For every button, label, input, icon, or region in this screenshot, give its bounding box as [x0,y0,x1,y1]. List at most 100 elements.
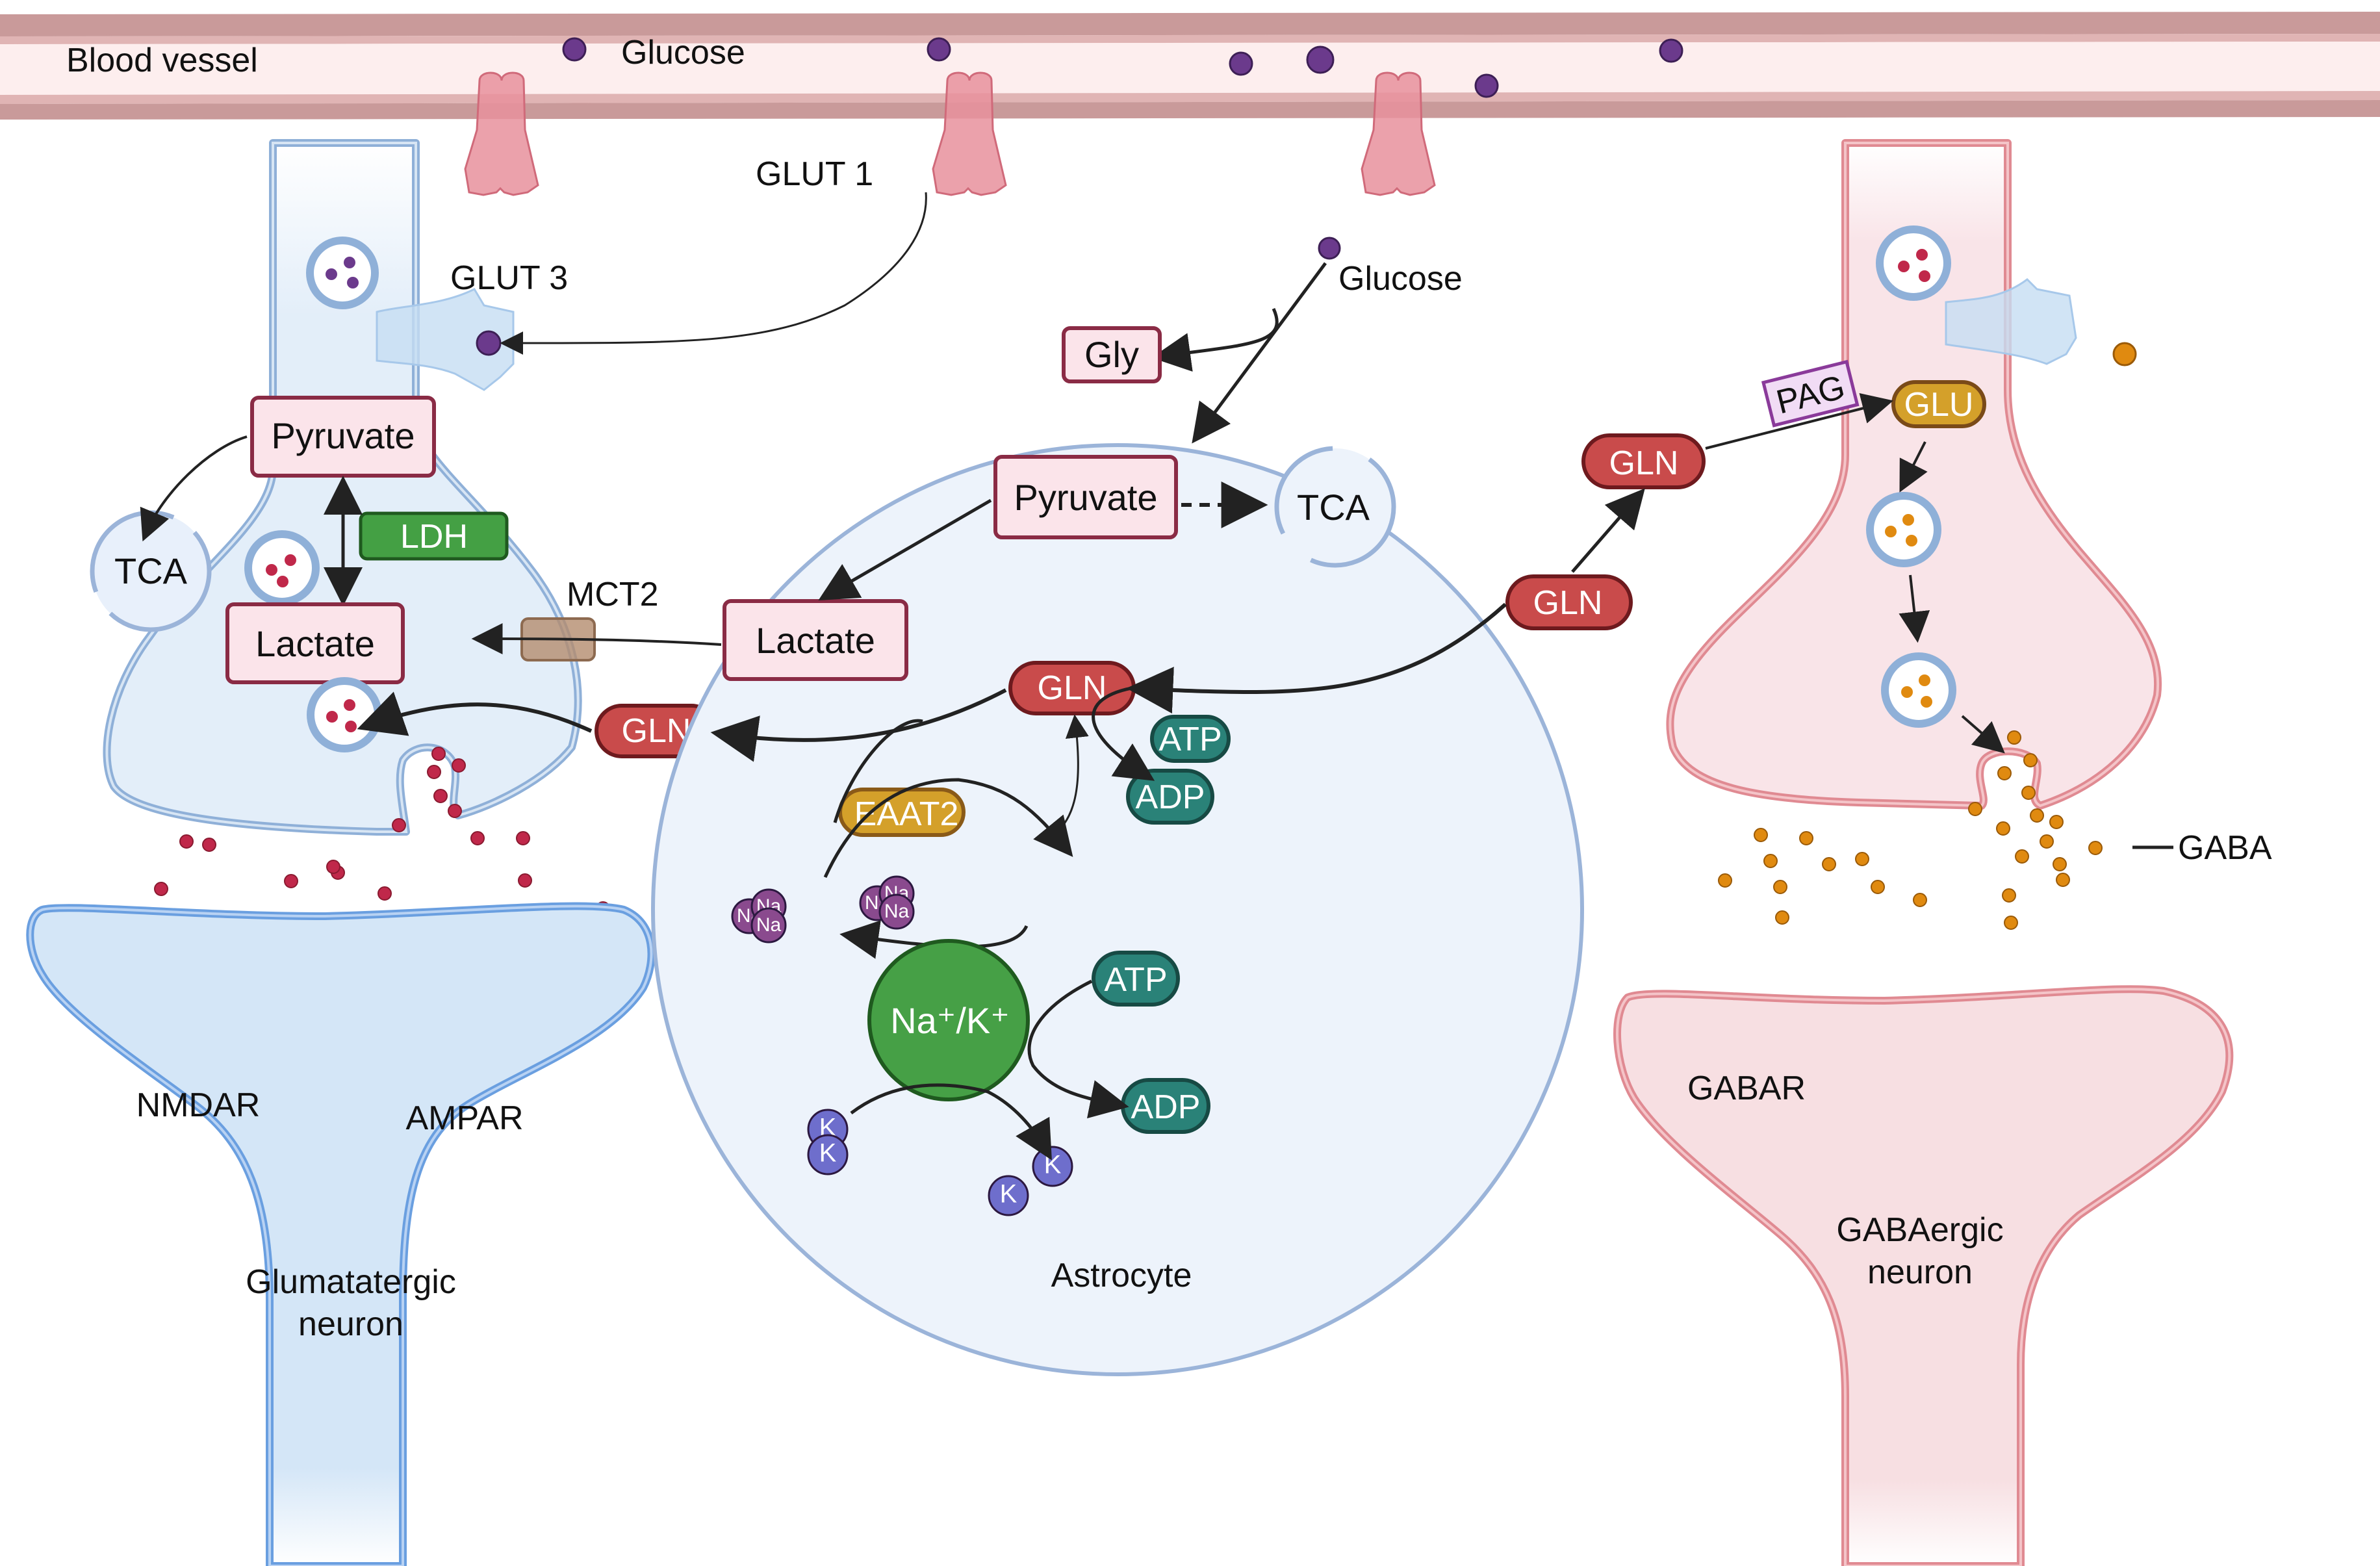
gaba-molecule [1996,821,2010,836]
svg-text:GLN: GLN [1533,584,1603,622]
svg-text:GLN: GLN [622,712,691,750]
gaba-molecule [1997,766,2012,780]
potassium-influx-arrow [850,1083,1052,1161]
gaba-transporter [1945,278,2077,365]
glucose-molecule [1306,45,1335,74]
svg-text:GLN: GLN [1609,444,1679,482]
glutamate-molecule [154,882,168,896]
glutamatergic-postsynaptic-neuron [26,902,656,1566]
eaat-arc-left [833,719,923,823]
gaba-molecule [2112,342,2137,366]
pyruvate-to-lactate-arrow [818,498,992,601]
svg-text:LDH: LDH [400,518,468,556]
glutamate-molecule [427,765,441,779]
astrocyte-pyruvate-box: Pyruvate [993,455,1178,539]
gaba-molecule [2015,849,2029,864]
gaba-molecule [1799,831,1813,845]
glu-to-vesicle-arrow [1899,441,1928,493]
glutamatergic-neuron-label-2: neuron [298,1305,403,1343]
gaba-molecule [1855,852,1869,866]
svg-text:Gly: Gly [1084,334,1139,375]
eaat2-transporter: EAAT2 [838,788,966,837]
glucose-molecules [562,37,1683,98]
gaba-molecule [1871,880,1885,894]
glucose-molecule [927,37,951,62]
glut1-transporter [932,71,1007,196]
gaba-molecule [2007,730,2021,745]
glut3-label: GLUT 3 [450,259,568,297]
gaba-molecule [2004,916,2018,930]
sodium-ion: Na [878,893,915,930]
glutamate-vesicle [244,530,320,606]
astrocyte-cell [651,443,1584,1376]
atp-1: ATP [1150,715,1231,763]
gaba-molecule [1754,828,1768,842]
vesicle-transport-arrow [1899,574,1930,643]
nmdar-label: NMDAR [136,1086,261,1124]
svg-text:Na: Na [756,914,782,936]
adp-2: ADP [1121,1078,1210,1134]
gln-astrocyte-inner: GLN [1008,661,1136,715]
adp-1: ADP [1126,769,1214,825]
glycogen-box: Gly [1062,326,1162,383]
gaba-molecule [1968,802,1982,816]
gaba-molecule [1822,857,1836,871]
gaba-molecule [2053,857,2067,871]
glutamate-vesicle [1876,225,1951,301]
astrocyte-label: Astrocyte [1051,1257,1192,1294]
glutamate-molecule [179,834,194,849]
na-k-pump: Na⁺/K⁺ [867,939,1030,1101]
glucose-molecule [1659,38,1683,63]
blood-vessel-label: Blood vessel [66,42,258,79]
glutamatergic-neuron-label-1: Glumatatergic [246,1263,456,1301]
gaba-molecule [2030,808,2044,823]
glutamate-molecule [431,747,446,761]
sodium-ion: Na [750,907,787,943]
ampar-label: AMPAR [405,1099,523,1137]
gln-astrocyte-outer: GLN [1505,574,1633,630]
glutamate-molecule [377,886,392,901]
sodium-influx-arrow [823,778,1073,879]
gaba-vesicle [1881,652,1956,728]
gabaergic-neuron-label-1: GABAergic [1836,1211,2003,1249]
glutamate-molecule [284,874,298,888]
glutamate-molecule [452,758,466,773]
svg-text:ADP: ADP [1131,1088,1201,1126]
pyruvate-to-tca-arrow [140,435,248,542]
glut1-transporter [464,71,539,196]
svg-text:K: K [1000,1180,1017,1209]
astrocyte-lactate-box: Lactate [723,599,908,681]
gaba-molecule [1775,910,1789,925]
glut3-transporter [376,288,515,391]
exocytosis-arrow [1961,715,2005,754]
glucose-to-glycogen-arrow [1151,307,1279,372]
glutamate-molecule [516,831,530,845]
gabaergic-postsynaptic-neuron [1613,985,2234,1566]
pag-enzyme: PAG [1761,359,1860,428]
svg-text:TCA: TCA [114,550,188,591]
neuron-tca-cycle: TCA [90,510,212,632]
gln-export-arrow [1571,488,1645,573]
gaba-molecule [1718,873,1732,888]
svg-text:ATP: ATP [1158,721,1222,758]
glucose-uptake-arrow [500,192,927,355]
svg-text:Pyruvate: Pyruvate [1014,477,1158,518]
gln-outer-to-inner-arrow [1126,602,1507,714]
gaba-molecule [2088,841,2103,855]
glut1-label: GLUT 1 [756,155,873,193]
gaba-vesicle [1866,492,1941,567]
glucose-vesicle [306,237,379,309]
gabaergic-neuron-label-2: neuron [1867,1253,1973,1291]
gaba-molecule [2002,888,2016,903]
atp-2: ATP [1092,951,1180,1007]
potassium-ion: K [1032,1146,1073,1187]
svg-text:TCA: TCA [1297,487,1370,528]
glucose-molecule [1318,237,1341,260]
gaba-molecule [1773,880,1787,894]
glutamate-molecule [518,873,532,888]
svg-text:EAAT2: EAAT2 [854,795,959,833]
glutamate-molecule [470,831,485,845]
ldh-enzyme: LDH [359,511,509,561]
gln-to-neuron-arrow [710,688,1007,762]
